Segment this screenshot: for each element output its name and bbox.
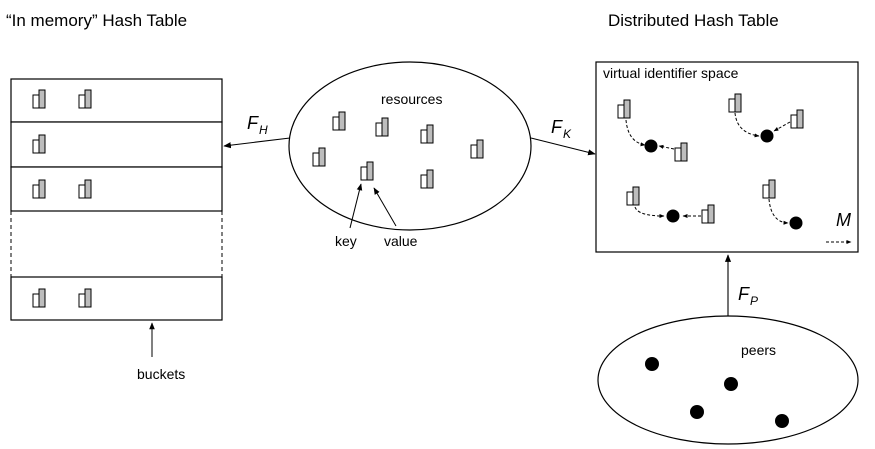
mapping-arrow xyxy=(634,206,665,218)
fh-arrow xyxy=(223,137,291,149)
resources-ellipse xyxy=(288,61,532,231)
identifier-node xyxy=(666,209,680,223)
peer-node xyxy=(724,377,738,391)
key-label: key xyxy=(335,233,357,249)
bucket-3 xyxy=(10,166,223,212)
bucket-2 xyxy=(10,121,223,168)
identifier-node xyxy=(644,139,658,153)
identifier-node xyxy=(760,129,774,143)
m-label: M xyxy=(836,210,851,230)
fh-subscript: H xyxy=(259,123,268,137)
fk-label: F xyxy=(551,117,563,137)
fk-subscript: K xyxy=(563,127,572,141)
distributed-title: Distributed Hash Table xyxy=(608,11,779,30)
mapping-arrow xyxy=(734,112,760,138)
virtual-space-label: virtual identifier space xyxy=(603,65,739,81)
fp-label: F xyxy=(738,284,750,304)
value-pointer xyxy=(373,187,397,227)
fp-subscript: P xyxy=(750,294,758,308)
peer-node xyxy=(645,357,659,371)
bucket-last xyxy=(10,276,223,321)
bucket-table xyxy=(10,78,223,321)
resources-label: resources xyxy=(381,91,442,107)
mapping-arrow xyxy=(768,198,789,225)
value-label: value xyxy=(384,233,418,249)
peer-node xyxy=(775,414,789,428)
key-pointer xyxy=(349,183,363,229)
virtual-identifier-space xyxy=(595,61,859,253)
mapping-arrow xyxy=(658,144,675,150)
fh-label: F xyxy=(247,113,259,133)
fk-arrow xyxy=(530,137,596,156)
peers-label: peers xyxy=(741,342,776,358)
bucket-1 xyxy=(10,78,223,123)
mapping-arrow xyxy=(625,119,646,147)
identifier-node xyxy=(789,216,803,230)
in-memory-title: “In memory” Hash Table xyxy=(6,11,187,30)
buckets-label: buckets xyxy=(137,366,185,382)
peer-node xyxy=(690,405,704,419)
mapping-arrow xyxy=(773,121,791,132)
